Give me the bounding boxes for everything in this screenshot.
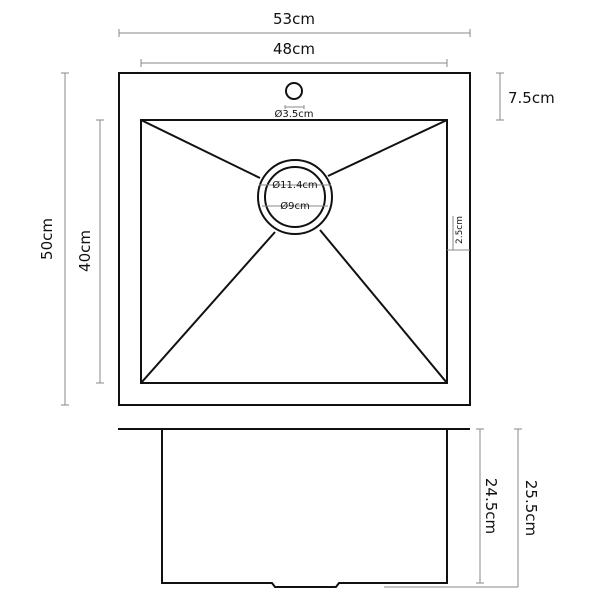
front-margin-label: 7.5cm: [508, 89, 555, 107]
overall-width-label: 53cm: [273, 10, 315, 28]
overall-length-label: 50cm: [38, 218, 56, 260]
side-margin-label: 2.5cm: [455, 216, 465, 244]
total-depth-label: 25.5cm: [522, 480, 540, 536]
drain-inner-label: Ø9cm: [280, 200, 309, 212]
bowl-crease: [140, 119, 261, 179]
bowl-length-label: 40cm: [76, 230, 94, 272]
bowl-crease: [319, 229, 448, 384]
drain-inner: [264, 166, 326, 228]
bowl-width-label: 48cm: [273, 40, 315, 58]
tap-hole-label: Ø3.5cm: [274, 108, 313, 120]
bowl-side-profile: [161, 429, 448, 588]
drain-outer: [257, 159, 333, 235]
tap-hole: [285, 82, 303, 100]
sink-outer-outline: [118, 72, 471, 406]
bowl-outline: [140, 119, 448, 384]
top-view: [118, 72, 471, 406]
dimension-lines: [61, 29, 522, 588]
side-view: [118, 428, 470, 588]
drain-outer-label: Ø11.4cm: [272, 179, 317, 191]
bowl-depth-label: 24.5cm: [482, 478, 500, 534]
bowl-crease: [140, 231, 276, 384]
bowl-crease: [327, 119, 448, 177]
